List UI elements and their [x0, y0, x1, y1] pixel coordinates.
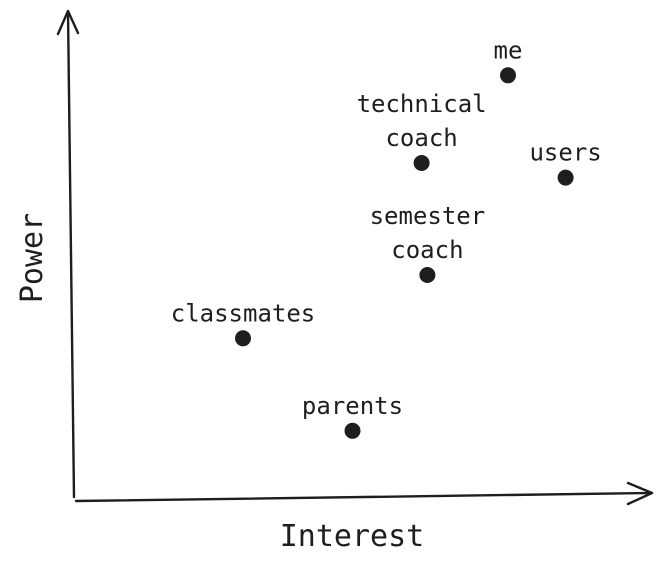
point-dot — [344, 422, 361, 439]
point-label: parents — [302, 392, 403, 420]
point-label: technical — [357, 90, 487, 118]
point-label: classmates — [171, 299, 316, 327]
point-label: semester — [370, 202, 486, 230]
point-dot — [500, 67, 516, 84]
point-label: coach — [391, 236, 463, 264]
point-dot — [413, 155, 430, 171]
y-axis — [66, 10, 76, 499]
point-dot — [419, 267, 436, 283]
x-axis-label: Interest — [280, 519, 425, 554]
x-axis-arrowhead — [626, 481, 654, 506]
y-axis-arrowhead — [56, 9, 80, 36]
point-label: coach — [385, 124, 457, 152]
point-dot — [235, 330, 251, 347]
point-label: users — [529, 139, 601, 167]
point-label: me — [494, 36, 523, 64]
point-dot — [557, 169, 574, 186]
x-axis — [74, 491, 654, 503]
y-axis-label: Power — [15, 213, 50, 303]
